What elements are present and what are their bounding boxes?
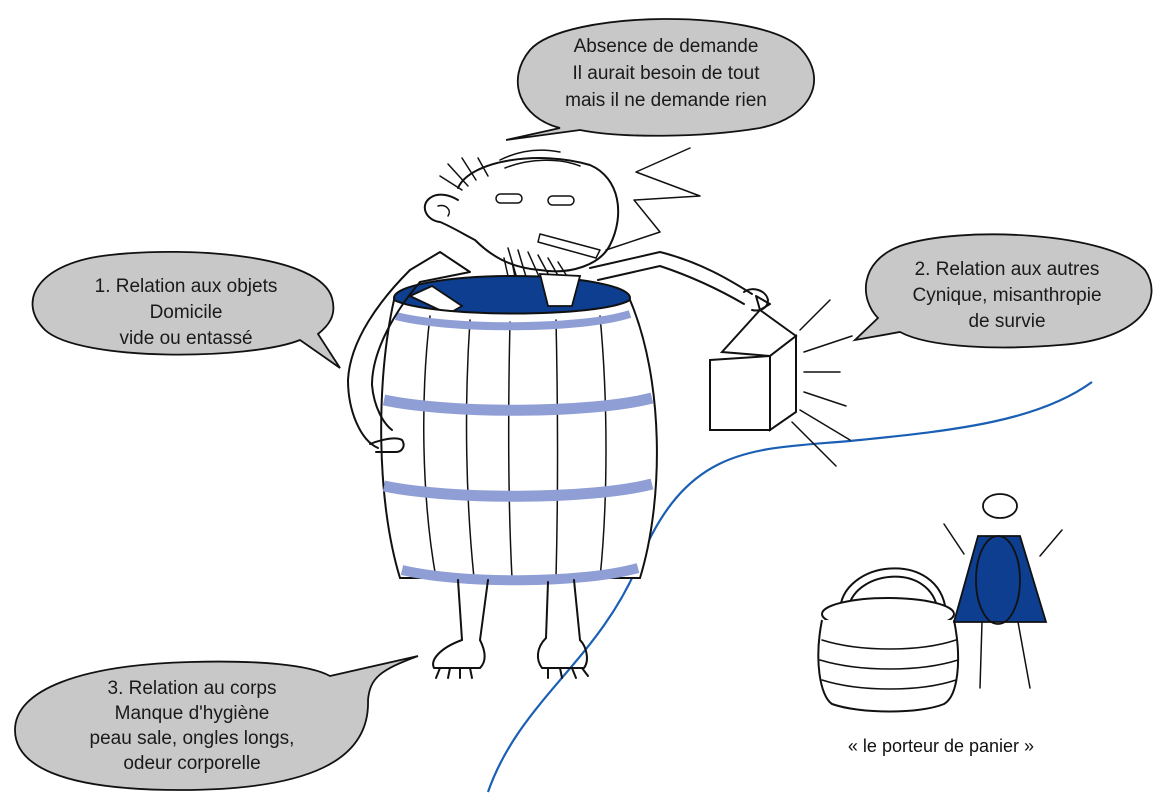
bubble-line: odeur corporelle xyxy=(123,753,260,774)
smoke-icon xyxy=(606,148,700,250)
person-arm-left xyxy=(944,524,964,554)
ear-icon xyxy=(438,206,449,216)
barrel-body xyxy=(381,300,657,578)
bubble-line: mais il ne demande rien xyxy=(565,90,767,111)
bubble-relation-objets: 1. Relation aux objets Domicile vide ou … xyxy=(33,252,340,368)
bubble-line: 1. Relation aux objets xyxy=(95,276,278,297)
bubble-line: Il aurait besoin de tout xyxy=(573,63,761,84)
bubble-absence-demande: Absence de demande Il aurait besoin de t… xyxy=(506,19,814,140)
bubble-line: Domicile xyxy=(150,302,223,323)
lantern-icon xyxy=(710,296,852,466)
basket-carrier-icon xyxy=(944,494,1062,688)
bubble-line: de survie xyxy=(968,311,1045,332)
person-body xyxy=(954,536,1046,622)
cigarette-icon xyxy=(538,234,600,258)
bubble-line: 2. Relation aux autres xyxy=(915,259,1100,280)
right-eye-icon xyxy=(548,196,574,205)
barrel-man-icon xyxy=(348,148,768,678)
right-leg xyxy=(546,580,580,640)
left-leg xyxy=(458,580,488,640)
bubble-relation-autres: 2. Relation aux autres Cynique, misanthr… xyxy=(855,234,1152,347)
caption-porteur-de-panier: « le porteur de panier » xyxy=(848,736,1034,756)
bubble-line: vide ou entassé xyxy=(119,328,252,349)
right-foot-icon xyxy=(538,638,588,678)
head-outline xyxy=(425,158,618,271)
left-foot-icon xyxy=(433,640,484,678)
left-eye-icon xyxy=(496,194,522,203)
bubble-line: peau sale, ongles longs, xyxy=(90,728,295,749)
bubble-line: Absence de demande xyxy=(574,36,759,57)
lantern-body xyxy=(710,356,770,430)
bubble-line: 3. Relation au corps xyxy=(108,678,277,699)
basket-icon xyxy=(818,568,958,711)
person-leg-right xyxy=(1018,622,1030,688)
hand-inside xyxy=(540,274,580,306)
bubble-line: Cynique, misanthropie xyxy=(912,285,1101,306)
bubble-line: Manque d'hygiène xyxy=(115,703,270,724)
person-arm-right xyxy=(1040,530,1062,556)
person-leg-left xyxy=(980,622,982,688)
person-head xyxy=(983,494,1017,518)
bubble-relation-corps: 3. Relation au corps Manque d'hygiène pe… xyxy=(15,656,418,790)
